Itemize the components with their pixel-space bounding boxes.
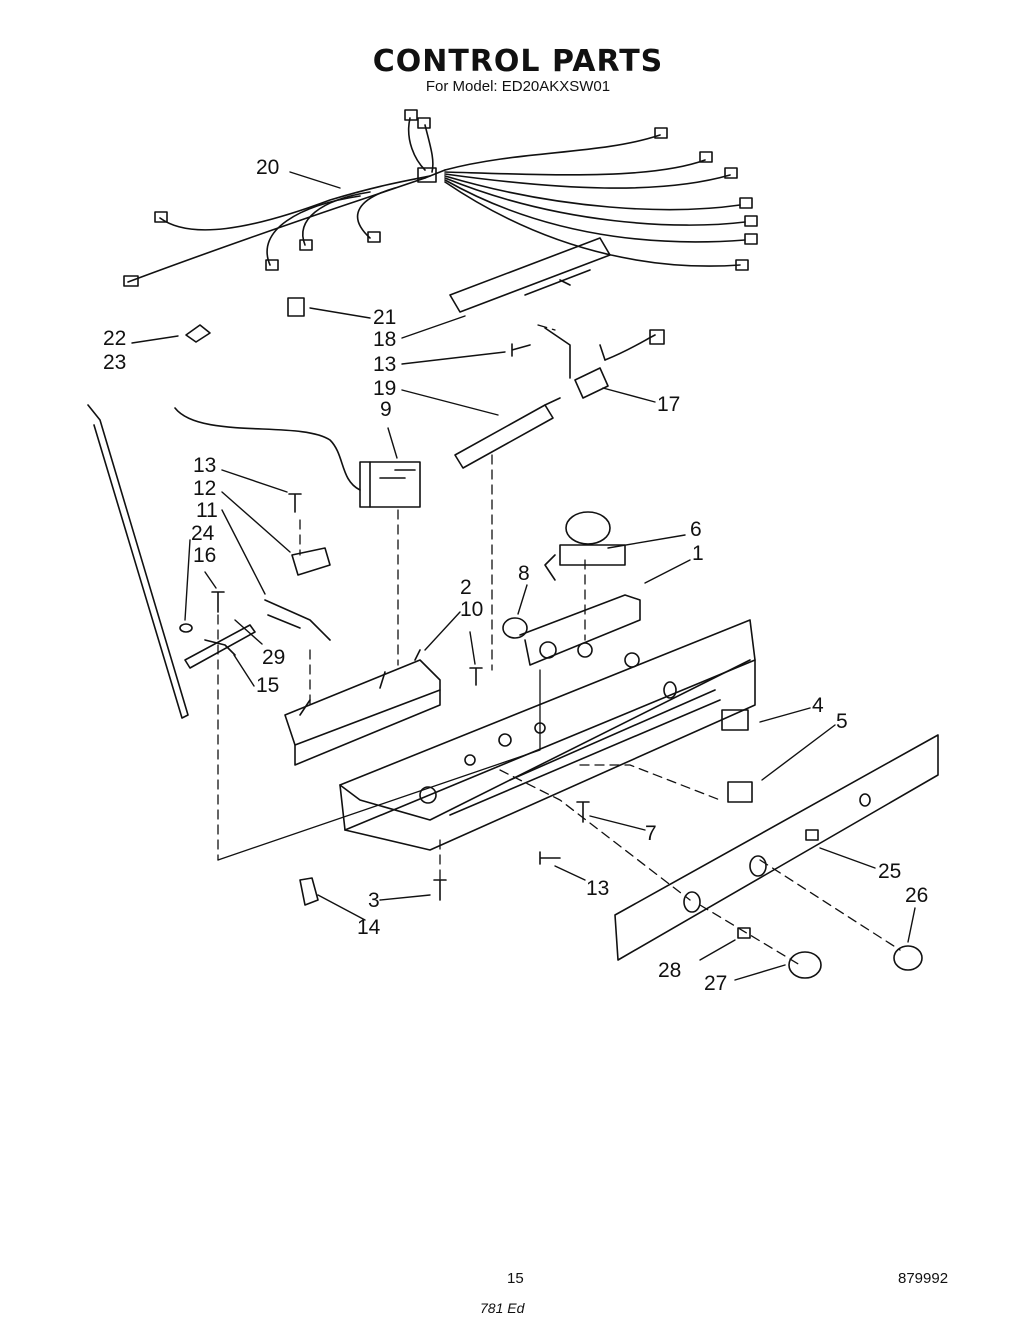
switch-5 [727, 781, 753, 803]
sensor-17 [544, 327, 665, 399]
callout-4: 4 [812, 694, 824, 717]
clip-14 [299, 877, 319, 906]
control-housing-1 [339, 594, 756, 851]
callout-3: 3 [368, 889, 380, 912]
callout-5: 5 [836, 710, 848, 733]
callout-12: 12 [193, 477, 216, 500]
rod-23 [87, 404, 189, 719]
callout-8: 8 [518, 562, 530, 585]
heater-tube-19 [454, 397, 561, 469]
callout-19: 19 [373, 377, 396, 400]
callout-13-left: 13 [193, 454, 216, 477]
handwritten-footnote: 781 Ed [480, 1300, 525, 1316]
thermostat-9 [174, 407, 421, 508]
insert-28 [737, 927, 751, 939]
lever-29 [184, 624, 256, 669]
callout-15: 15 [256, 674, 279, 697]
timer-6 [544, 511, 626, 581]
clip-12 [291, 547, 331, 576]
callout-14: 14 [357, 916, 381, 939]
callout-22: 22 [103, 327, 126, 350]
screw-3 [433, 879, 447, 901]
lever-15 [204, 639, 236, 656]
callout-2: 2 [460, 576, 472, 599]
screw-13-bottom [539, 851, 561, 865]
callout-24: 24 [191, 522, 215, 545]
switch-4 [721, 709, 749, 731]
control-panel-25 [614, 734, 939, 961]
document-number: 879992 [898, 1270, 949, 1287]
knob-26 [893, 945, 923, 971]
callout-6: 6 [690, 518, 702, 541]
page-title: CONTROL PARTS [372, 44, 664, 79]
callout-10: 10 [460, 598, 483, 621]
callout-20: 20 [256, 156, 279, 179]
callout-29: 29 [262, 646, 285, 669]
callout-13-top: 13 [373, 353, 396, 376]
screw-13-top [511, 343, 531, 357]
shaft-11 [264, 599, 331, 641]
bracket-2 [284, 649, 441, 766]
screw-13-left [288, 493, 302, 513]
screw-10 [469, 667, 483, 686]
grommet-8 [502, 617, 528, 639]
cover-plate [449, 237, 611, 313]
callout-7: 7 [645, 822, 657, 845]
callout-28: 28 [658, 959, 681, 982]
callout-18: 18 [373, 328, 396, 351]
assembly-lines [217, 324, 901, 966]
callout-26: 26 [905, 884, 928, 907]
callout-17: 17 [657, 393, 680, 416]
callout-25: 25 [878, 860, 901, 883]
knob-27 [788, 951, 822, 979]
wire-harness [123, 109, 758, 287]
assembly-frame-line [217, 669, 541, 861]
washer-24 [179, 623, 193, 633]
callout-27: 27 [704, 972, 727, 995]
callout-16: 16 [193, 544, 216, 567]
screw-7 [576, 801, 590, 823]
callout-13-bottom: 13 [586, 877, 609, 900]
screw-16 [211, 591, 225, 613]
clip-21 [287, 297, 305, 317]
callout-21: 21 [373, 306, 396, 329]
callout-23: 23 [103, 351, 126, 374]
page-number: 15 [507, 1270, 524, 1287]
callout-9: 9 [380, 398, 392, 421]
callout-1: 1 [692, 542, 704, 565]
leader-lines [131, 171, 916, 981]
callout-11: 11 [196, 499, 218, 522]
clip-22 [185, 324, 211, 343]
model-subtitle: For Model: ED20AKXSW01 [425, 78, 611, 95]
